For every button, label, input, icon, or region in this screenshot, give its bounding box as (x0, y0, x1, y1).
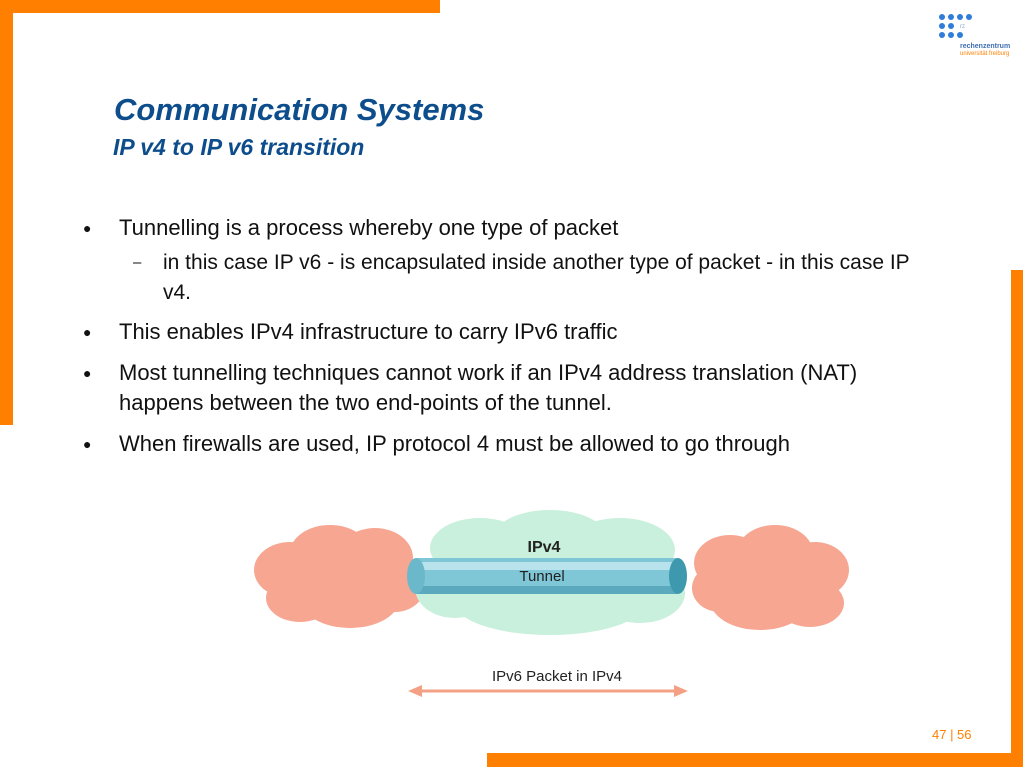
bullet-icon: ● (83, 324, 92, 340)
bullet-icon: ● (83, 220, 92, 236)
university-logo: rz rechenzentrum universität freiburg (939, 14, 1010, 64)
bullet-item: ● This enables IPv4 infrastructure to ca… (83, 317, 963, 347)
dash-icon: – (133, 254, 142, 271)
bottom-orange-bar (487, 753, 1023, 767)
slide-title: Communication Systems (114, 92, 485, 127)
bullet-text: When firewalls are used, IP protocol 4 m… (119, 431, 790, 456)
bullet-text: Tunnelling is a process whereby one type… (119, 215, 619, 240)
logo-dots-icon (939, 14, 972, 44)
right-orange-bar (1011, 270, 1023, 767)
sub-bullet-text: in this case IP v6 - is encapsulated ins… (163, 251, 910, 304)
slide-subtitle: IP v4 to IP v6 transition (113, 134, 365, 160)
bullet-item: ● When firewalls are used, IP protocol 4… (83, 429, 963, 459)
bullet-item: ● Tunnelling is a process whereby one ty… (83, 213, 963, 243)
double-arrow-icon (408, 685, 688, 697)
left-orange-bar (0, 0, 13, 425)
right-ipv6-cloud (692, 525, 849, 630)
left-ipv6-cloud (254, 525, 425, 628)
ipv4-label: IPv4 (528, 539, 561, 556)
logo-mark: rz (960, 24, 965, 30)
logo-line2: universität freiburg (960, 51, 1010, 57)
bullet-text: This enables IPv4 infrastructure to carr… (119, 319, 618, 344)
tunnel-pipe (407, 558, 687, 594)
top-orange-bar (0, 0, 440, 13)
sub-bullet-item: – in this case IP v6 - is encapsulated i… (83, 248, 923, 308)
tunnel-label: Tunnel (519, 568, 564, 585)
tunnel-diagram: IPv4 Tunnel IPv6 Packet in IPv4 (254, 510, 849, 697)
bullet-icon: ● (83, 436, 92, 452)
page-number: 47 | 56 (932, 727, 972, 742)
bullet-icon: ● (83, 365, 92, 381)
bullet-text: Most tunnelling techniques cannot work i… (119, 360, 858, 415)
bullet-list: ● Tunnelling is a process whereby one ty… (83, 213, 963, 470)
bullet-item: ● Most tunnelling techniques cannot work… (83, 358, 919, 418)
arrow-label: IPv6 Packet in IPv4 (492, 668, 622, 685)
logo-line1: rechenzentrum (960, 43, 1011, 50)
